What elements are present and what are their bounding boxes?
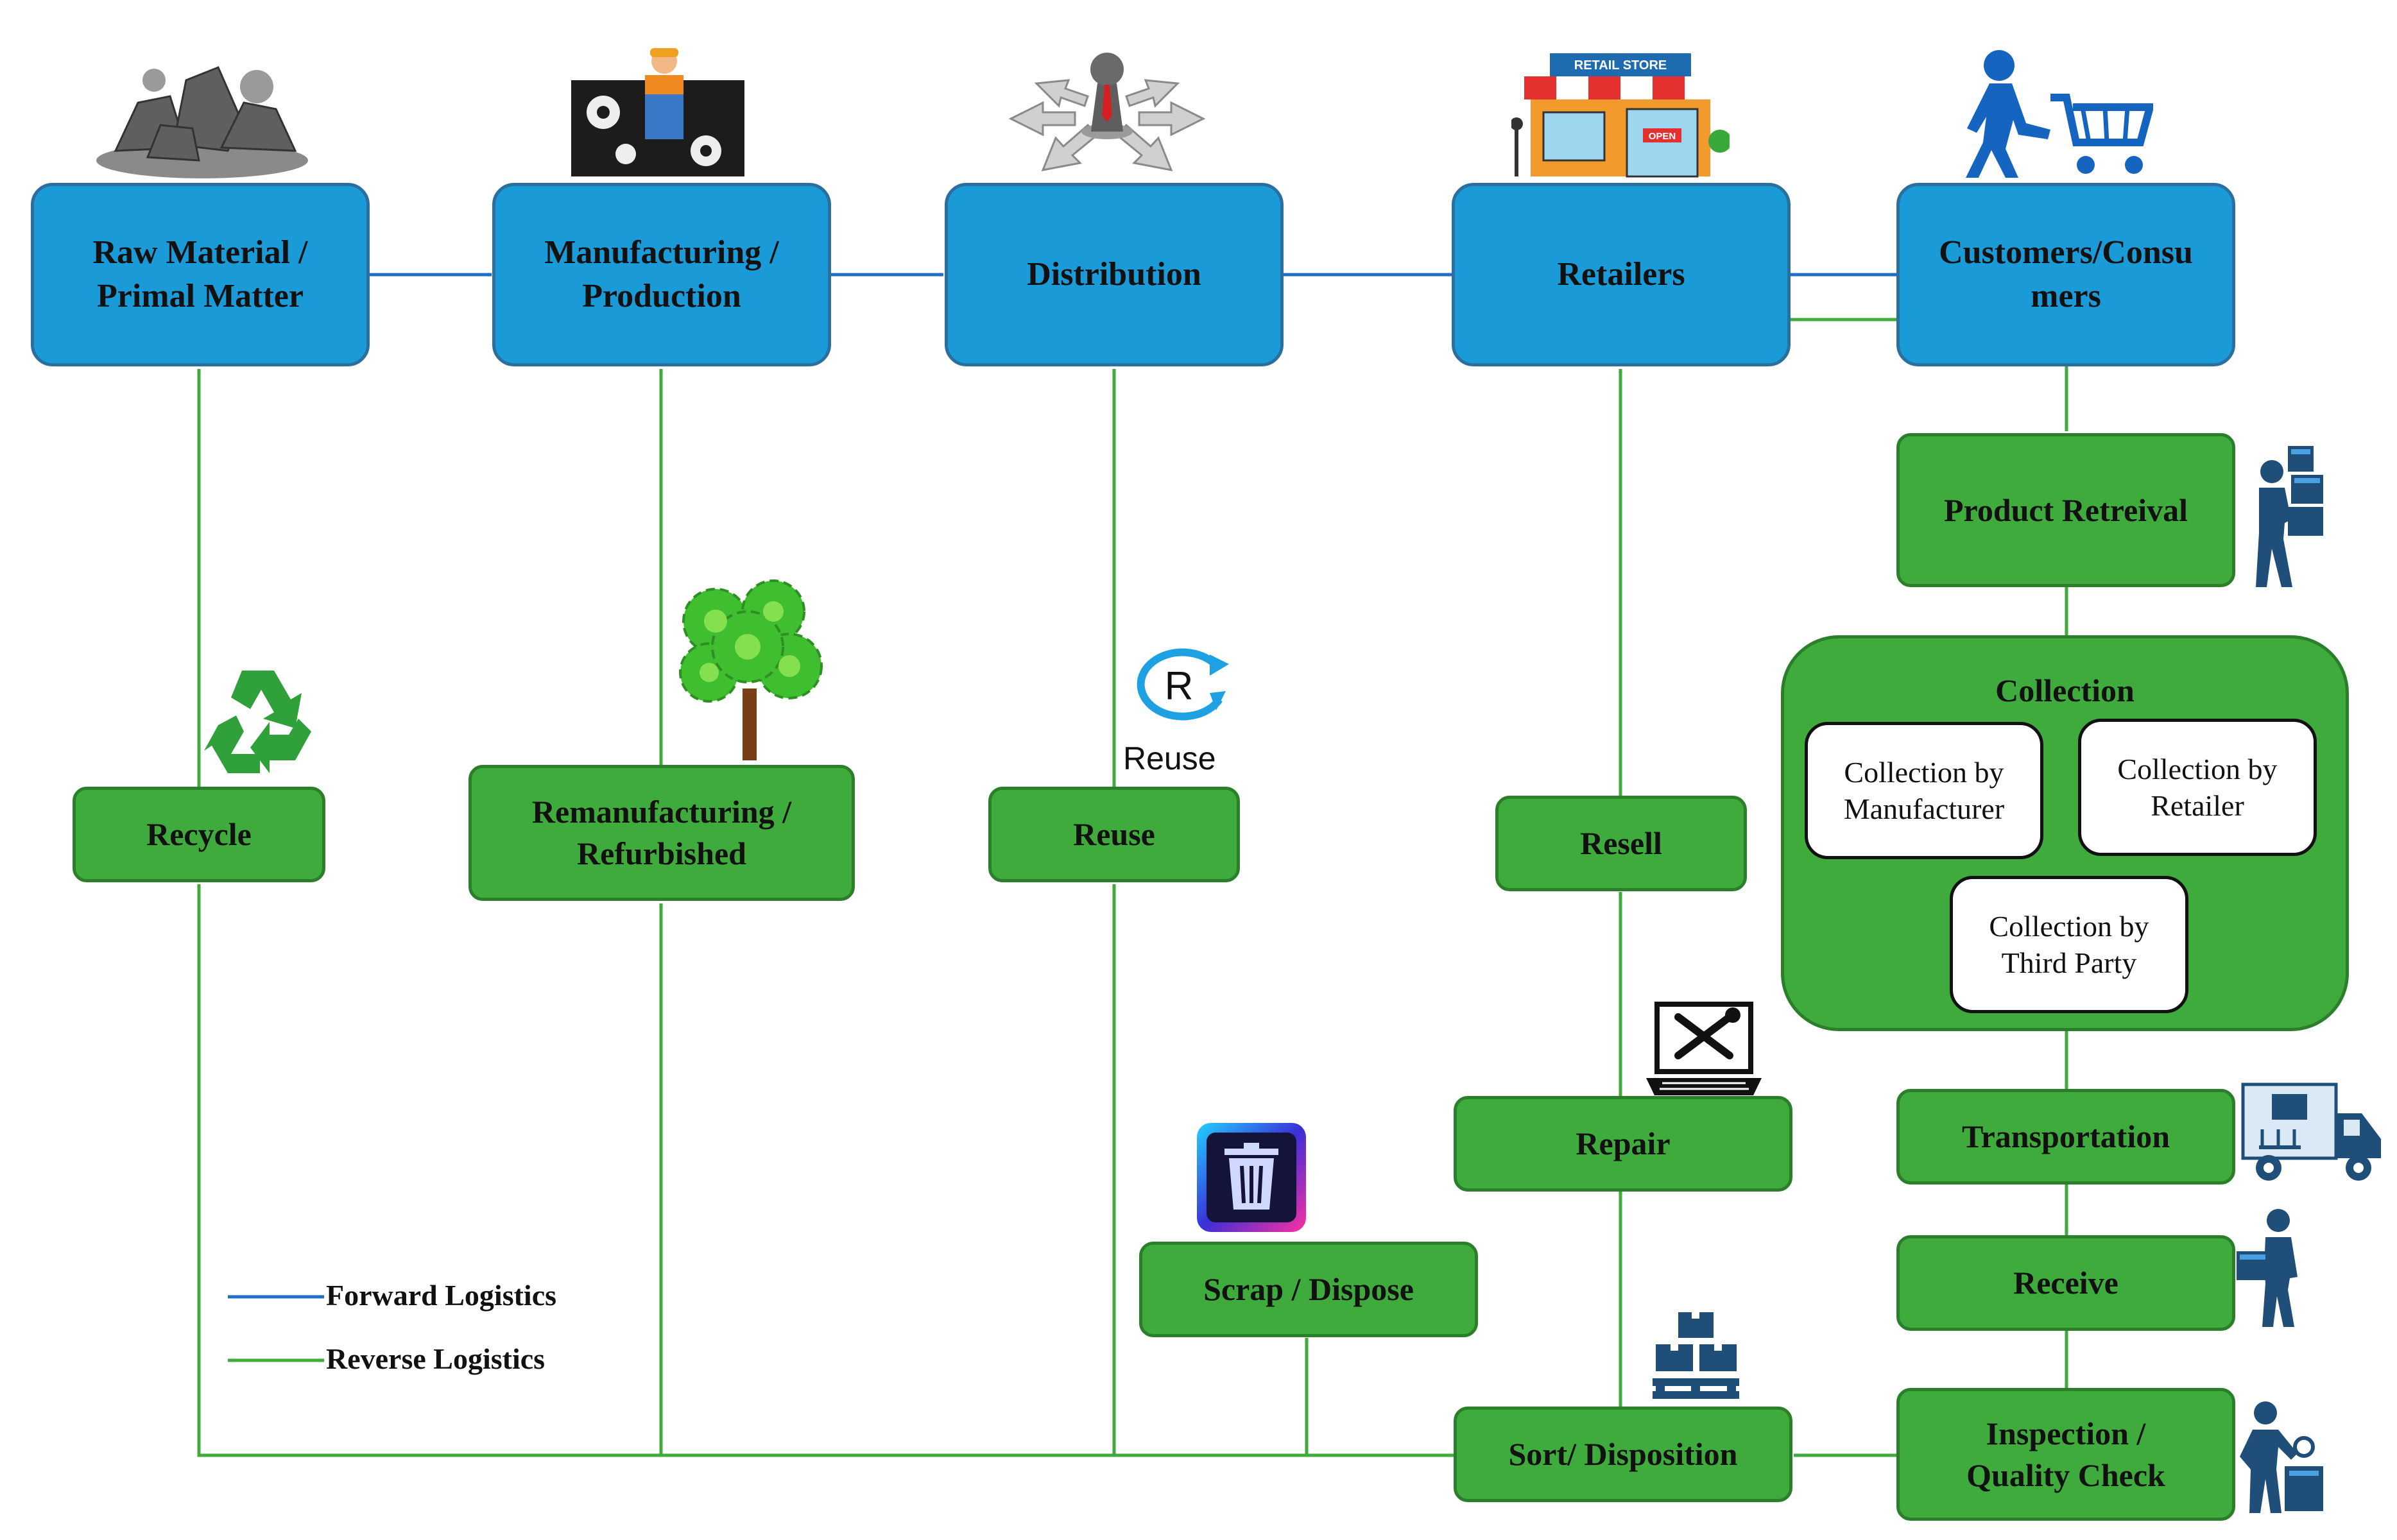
delivery-truck-icon xyxy=(2241,1082,2381,1181)
collection-title: Collection xyxy=(1995,672,2135,708)
bottom-trunk-line xyxy=(197,884,1454,1457)
customers-label: Customers/Consu mers xyxy=(1939,234,2193,314)
recycle-icon xyxy=(204,671,311,773)
manufacturing-label: Manufacturing / Production xyxy=(544,234,779,314)
distribution-arrows-icon xyxy=(1008,53,1206,171)
collection-by-retailer-label: Collection by Retailer xyxy=(2117,752,2278,823)
collection-by-manufacturer: Collection by Manufacturer xyxy=(1805,722,2043,859)
collection-group: Collection Collection by Manufacturer Co… xyxy=(1781,635,2349,1031)
receive-label: Receive xyxy=(2013,1265,2118,1301)
factory-worker-icon xyxy=(571,48,744,176)
customers-node: Customers/Consu mers xyxy=(1896,183,2235,366)
remanufacturing-node: Remanufacturing / Refurbished xyxy=(468,765,855,901)
person-inspecting-box-icon xyxy=(2240,1401,2323,1513)
person-receiving-box-icon xyxy=(2237,1209,2298,1327)
retail-store-icon: RETAIL STORE OPEN xyxy=(1511,53,1730,178)
retailers-node: Retailers xyxy=(1452,183,1791,366)
legend-reverse-label: Reverse Logistics xyxy=(326,1342,546,1375)
reuse-node: Reuse xyxy=(988,787,1240,882)
pallet-boxes-icon xyxy=(1653,1312,1739,1399)
reuse-r-icon: R xyxy=(1137,648,1229,721)
shopping-cart-person-icon xyxy=(1966,50,2153,178)
resell-node: Resell xyxy=(1495,796,1747,891)
reuse-letter: R xyxy=(1165,664,1194,708)
raw-material-node: Raw Material / Primal Matter xyxy=(31,183,370,366)
inspection-label: Inspection / Quality Check xyxy=(1966,1415,2165,1493)
recycle-label: Recycle xyxy=(146,816,252,852)
reuse-word: Reuse xyxy=(1123,740,1216,776)
repair-label: Repair xyxy=(1576,1125,1671,1161)
sort-disposition-node: Sort/ Disposition xyxy=(1454,1407,1792,1502)
manufacturing-node: Manufacturing / Production xyxy=(492,183,831,366)
inspection-node: Inspection / Quality Check xyxy=(1896,1388,2235,1521)
receive-node: Receive xyxy=(1896,1235,2235,1331)
collection-by-third-party: Collection by Third Party xyxy=(1950,876,2188,1013)
transportation-node: Transportation xyxy=(1896,1089,2235,1185)
product-retrieval-node: Product Retreival xyxy=(1896,433,2235,587)
resell-label: Resell xyxy=(1580,825,1662,861)
repair-node: Repair xyxy=(1454,1096,1792,1192)
person-carrying-boxes-icon xyxy=(2256,446,2323,587)
retailers-label: Retailers xyxy=(1557,256,1685,293)
collection-by-third-party-label: Collection by Third Party xyxy=(1989,909,2149,980)
product-retrieval-label: Product Retreival xyxy=(1943,492,2188,528)
distribution-node: Distribution xyxy=(945,183,1284,366)
distribution-label: Distribution xyxy=(1027,256,1201,293)
trash-bin-icon xyxy=(1197,1123,1306,1232)
legend-forward-label: Forward Logistics xyxy=(326,1279,557,1312)
laptop-tools-icon xyxy=(1646,1002,1762,1095)
collection-by-retailer: Collection by Retailer xyxy=(2078,719,2317,856)
remanufacturing-label: Remanufacturing / Refurbished xyxy=(531,794,792,871)
reuse-label: Reuse xyxy=(1073,816,1155,852)
sort-disposition-label: Sort/ Disposition xyxy=(1508,1436,1738,1472)
metal-ores-icon xyxy=(96,66,308,178)
transportation-label: Transportation xyxy=(1961,1118,2170,1154)
recycle-node: Recycle xyxy=(73,787,325,882)
collection-by-manufacturer-label: Collection by Manufacturer xyxy=(1843,755,2005,826)
open-sign-text: OPEN xyxy=(1649,131,1676,142)
retail-sign-text: RETAIL STORE xyxy=(1574,58,1667,73)
scrap-dispose-label: Scrap / Dispose xyxy=(1203,1271,1414,1307)
raw-material-label: Raw Material / Primal Matter xyxy=(92,234,308,314)
scrap-dispose-node: Scrap / Dispose xyxy=(1139,1242,1478,1337)
gear-tree-icon xyxy=(679,579,823,760)
